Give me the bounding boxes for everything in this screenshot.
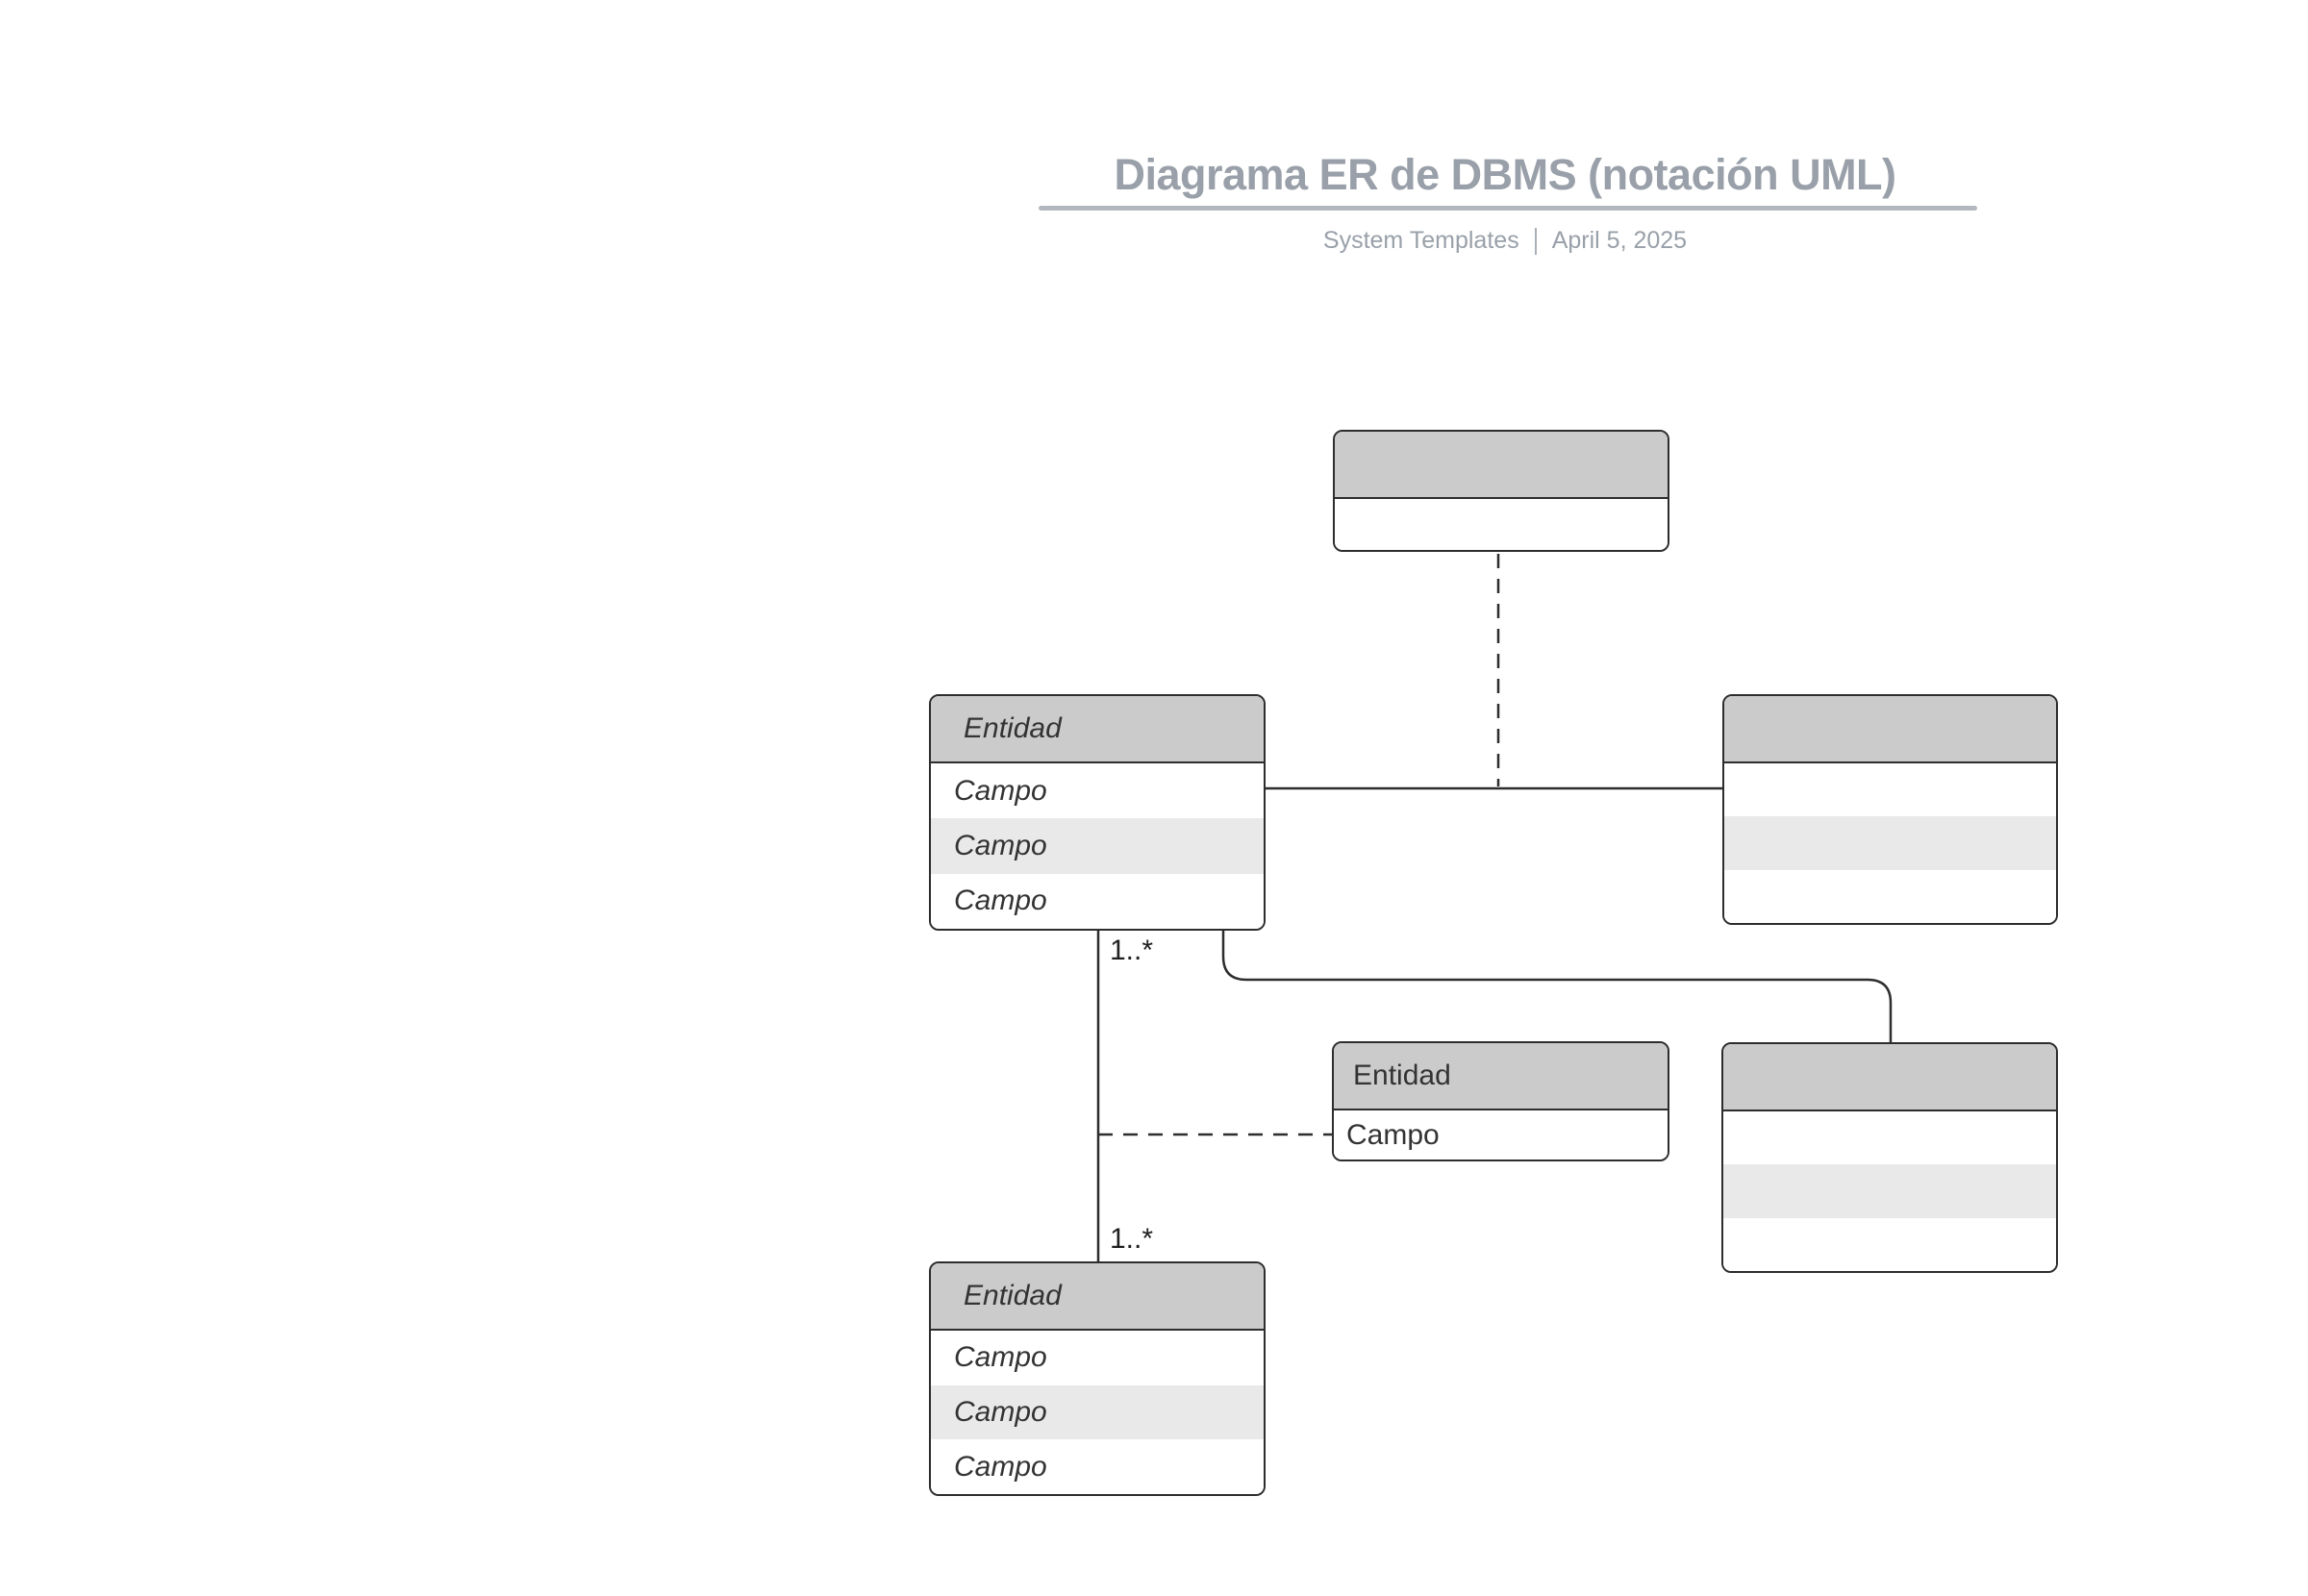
entity-field (1723, 1111, 2056, 1165)
subtitle-source: System Templates (1322, 227, 1519, 254)
entity-field: Campo (931, 1384, 1264, 1440)
entity-field (1724, 869, 2056, 923)
multiplicity-label-lower: 1..* (1110, 1223, 1154, 1255)
entity-field: Campo (931, 873, 1264, 929)
entity-field: Campo (931, 1439, 1264, 1494)
page-title: Diagrama ER de DBMS (notación UML) (1114, 150, 1896, 199)
subtitle-date: April 5, 2025 (1551, 227, 1688, 254)
entity-field: Campo (1334, 1110, 1668, 1160)
entity-field (1724, 763, 2056, 817)
entity-box-bottom: Entidad Campo Campo Campo (929, 1261, 1266, 1496)
entity-title: Entidad (931, 1263, 1264, 1331)
entity-title: Entidad (931, 696, 1264, 763)
entity-title (1724, 696, 2056, 763)
entity-box-right-middle (1722, 694, 2058, 925)
entity-box-top (1333, 430, 1669, 552)
page-subtitle: System Templates April 5, 2025 (1120, 227, 1890, 255)
entity-field (1724, 816, 2056, 870)
entity-box-left: Entidad Campo Campo Campo (929, 694, 1266, 931)
entity-title: Entidad (1334, 1043, 1668, 1110)
entity-field (1335, 499, 1668, 550)
connector-left-rightlower-association (1221, 931, 1893, 1042)
subtitle-divider (1534, 227, 1537, 255)
entity-field: Campo (931, 763, 1264, 819)
entity-title (1723, 1044, 2056, 1111)
entity-field (1723, 1164, 2056, 1218)
entity-field: Campo (931, 818, 1264, 874)
multiplicity-label-upper: 1..* (1110, 935, 1154, 966)
entity-box-right-lower (1721, 1042, 2058, 1273)
entity-field (1723, 1217, 2056, 1271)
entity-field: Campo (931, 1331, 1264, 1385)
title-underline-rule (1039, 206, 1977, 211)
entity-box-middle: Entidad Campo (1332, 1041, 1669, 1161)
entity-title (1335, 432, 1668, 499)
